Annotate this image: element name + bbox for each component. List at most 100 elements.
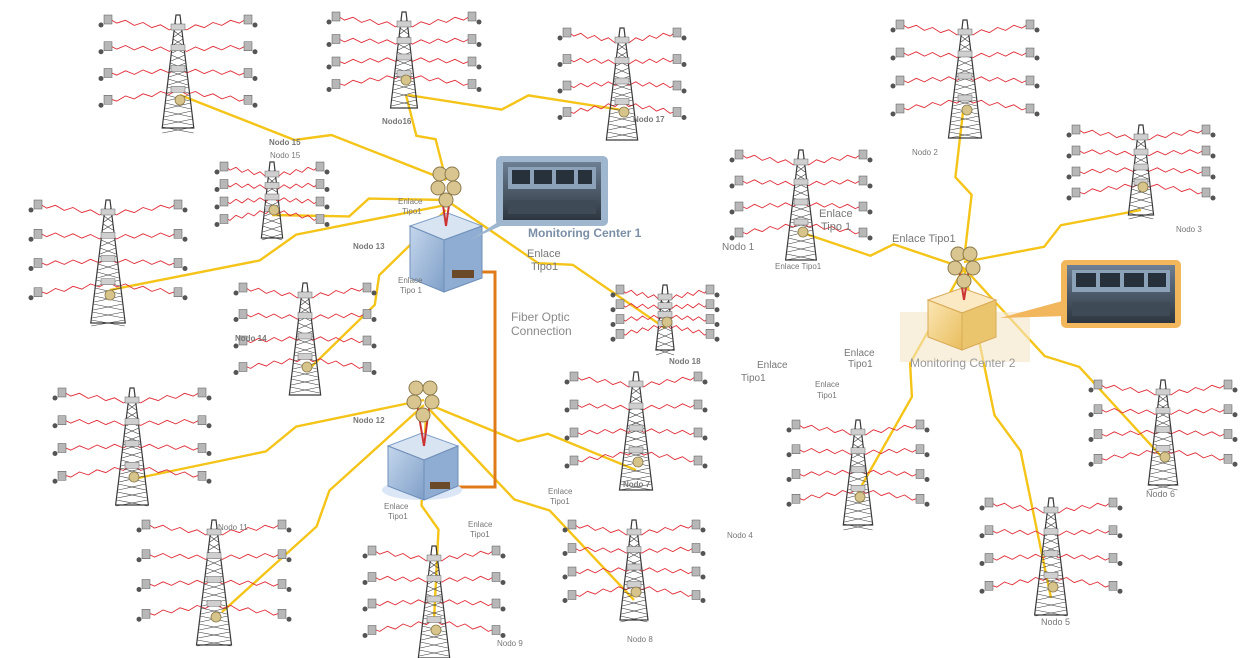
branch-link	[38, 203, 108, 215]
client-device	[492, 573, 500, 582]
client-device	[104, 15, 112, 24]
branch-link	[574, 450, 636, 462]
client-dish	[287, 587, 292, 592]
client-dish	[372, 370, 377, 375]
branch-link	[178, 69, 248, 76]
client-device	[316, 197, 324, 206]
backhaul-dish	[798, 227, 808, 237]
node-label: Nodo 5	[1041, 617, 1070, 627]
client-device	[859, 150, 867, 159]
branch-link	[574, 375, 636, 387]
client-dish	[682, 89, 687, 94]
client-device	[1202, 167, 1210, 176]
link-label: Enlace	[398, 276, 423, 285]
client-device	[220, 162, 228, 171]
branch-link	[989, 575, 1051, 587]
branch-link	[1163, 383, 1228, 395]
client-device	[616, 300, 624, 309]
branch-link	[900, 98, 965, 110]
client-device	[332, 12, 340, 21]
node-label: Nodo16	[382, 117, 412, 126]
branch-link	[1098, 383, 1163, 395]
client-dish	[1118, 561, 1123, 566]
client-dish	[891, 112, 896, 117]
link-label: Enlace Tipo1	[892, 233, 956, 245]
client-device	[332, 57, 340, 66]
client-dish	[701, 575, 706, 580]
link-label: Enlace	[384, 502, 409, 511]
client-device	[694, 400, 702, 409]
branch-link	[801, 153, 863, 165]
link-label: Enlace	[815, 380, 840, 389]
client-dish	[563, 551, 568, 556]
client-device	[568, 591, 576, 600]
client-device	[316, 215, 324, 224]
client-device	[1224, 454, 1232, 463]
client-device	[142, 580, 150, 589]
client-device	[1094, 405, 1102, 414]
client-dish	[703, 436, 708, 441]
branch-link	[572, 547, 634, 554]
tower-node	[327, 12, 482, 108]
client-device	[198, 416, 206, 425]
client-device	[34, 288, 42, 297]
client-device	[1072, 167, 1080, 176]
client-device	[692, 591, 700, 600]
branch-link	[404, 15, 472, 27]
backhaul-dish	[401, 75, 411, 85]
client-device	[58, 388, 66, 397]
client-device	[174, 229, 182, 238]
client-dish	[925, 502, 930, 507]
tower-node	[29, 200, 188, 326]
node-label: Nodo 12	[353, 416, 385, 425]
backhaul-dish	[105, 290, 115, 300]
branch-link	[1051, 529, 1113, 536]
link-label: Enlace	[468, 520, 493, 529]
client-dish	[1089, 462, 1094, 467]
branch-link	[404, 38, 472, 45]
branch-link	[372, 549, 434, 561]
client-dish	[372, 291, 377, 296]
client-dish	[253, 23, 258, 28]
client-dish	[682, 62, 687, 67]
client-device	[1094, 454, 1102, 463]
client-dish	[327, 65, 332, 70]
client-device	[1072, 146, 1080, 155]
client-dish	[477, 65, 482, 70]
branch-link	[634, 547, 696, 554]
client-dish	[891, 56, 896, 61]
node-label: Nodo 9	[497, 639, 523, 648]
client-dish	[99, 49, 104, 54]
client-device	[316, 162, 324, 171]
client-dish	[980, 533, 985, 538]
tower-node	[1067, 125, 1216, 219]
branch-link	[1098, 408, 1163, 415]
node-label: Nodo 14	[235, 334, 267, 343]
wireless-link	[138, 400, 424, 478]
client-dish	[1118, 589, 1123, 594]
fiber-label-line2: Connection	[511, 324, 572, 338]
client-device	[239, 363, 247, 372]
node-label: Nodo 3	[1176, 225, 1202, 234]
client-dish	[215, 187, 220, 192]
branch-link	[178, 45, 248, 52]
branch-link	[622, 58, 677, 65]
client-device	[616, 285, 624, 294]
client-device	[896, 104, 904, 113]
client-device	[896, 48, 904, 57]
client-dish	[477, 87, 482, 92]
client-dish	[891, 28, 896, 33]
client-device	[568, 520, 576, 529]
monitoring-center-1-label: Monitoring Center 1	[528, 226, 642, 240]
client-dish	[1233, 437, 1238, 442]
client-device	[563, 81, 571, 90]
client-dish	[558, 62, 563, 67]
branch-link	[132, 391, 202, 403]
client-dish	[325, 187, 330, 192]
branch-link	[38, 232, 108, 239]
client-dish	[715, 337, 720, 342]
client-dish	[287, 528, 292, 533]
client-device	[570, 428, 578, 437]
wireless-link	[110, 205, 446, 290]
